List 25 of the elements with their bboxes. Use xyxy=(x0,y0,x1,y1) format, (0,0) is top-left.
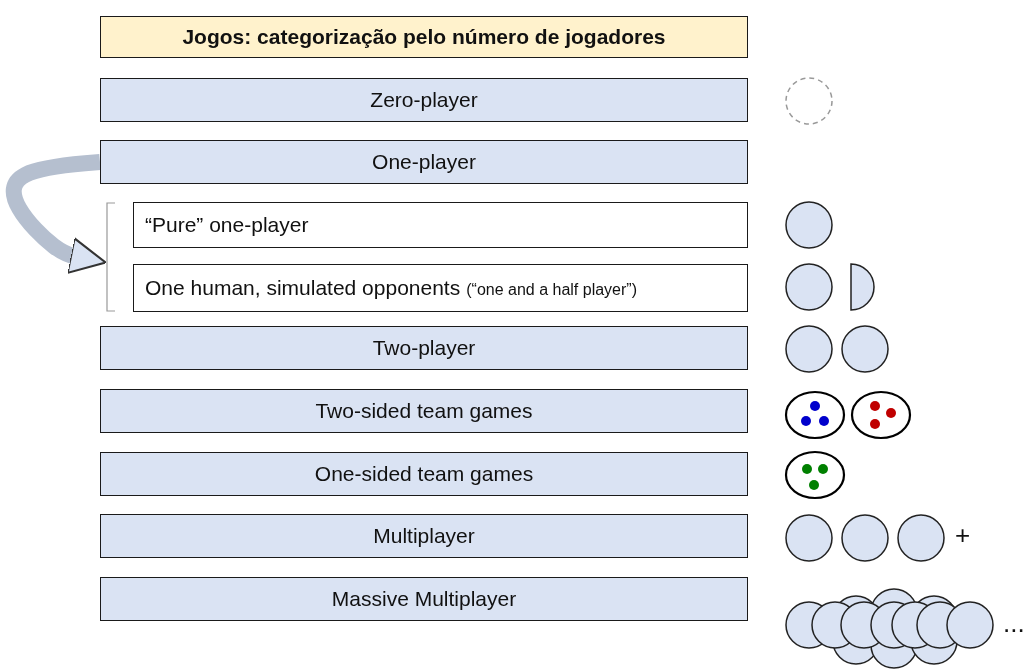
category-box xyxy=(100,326,748,370)
subcategory-box xyxy=(133,202,748,248)
category-label: Two-sided team games xyxy=(315,399,533,423)
category-label: Jogos: categorização pelo número de jogadores xyxy=(182,25,666,49)
ellipsis: ... xyxy=(1003,608,1025,639)
note-text: (“one and a half player”) xyxy=(466,280,637,299)
curved-arrow xyxy=(5,154,107,274)
category-box xyxy=(100,78,748,122)
plus-sign: + xyxy=(955,520,971,551)
category-box xyxy=(100,389,748,433)
subcategory-box xyxy=(133,264,748,312)
category-box xyxy=(100,577,748,621)
category-label: “Pure” one-player xyxy=(145,213,309,237)
bracket xyxy=(104,202,748,312)
category-label: One human, simulated opponents xyxy=(145,276,461,300)
category-label: One-player xyxy=(372,150,476,174)
category-label: Multiplayer xyxy=(373,524,475,548)
category-label: Massive Multiplayer xyxy=(331,587,517,611)
category-box xyxy=(100,140,748,184)
category-label: One-sided team games xyxy=(314,462,534,486)
category-label: Zero-player xyxy=(370,88,478,112)
title-box xyxy=(100,16,748,58)
category-label: Two-player xyxy=(372,336,476,360)
category-box xyxy=(100,514,748,558)
category-box xyxy=(100,452,748,496)
